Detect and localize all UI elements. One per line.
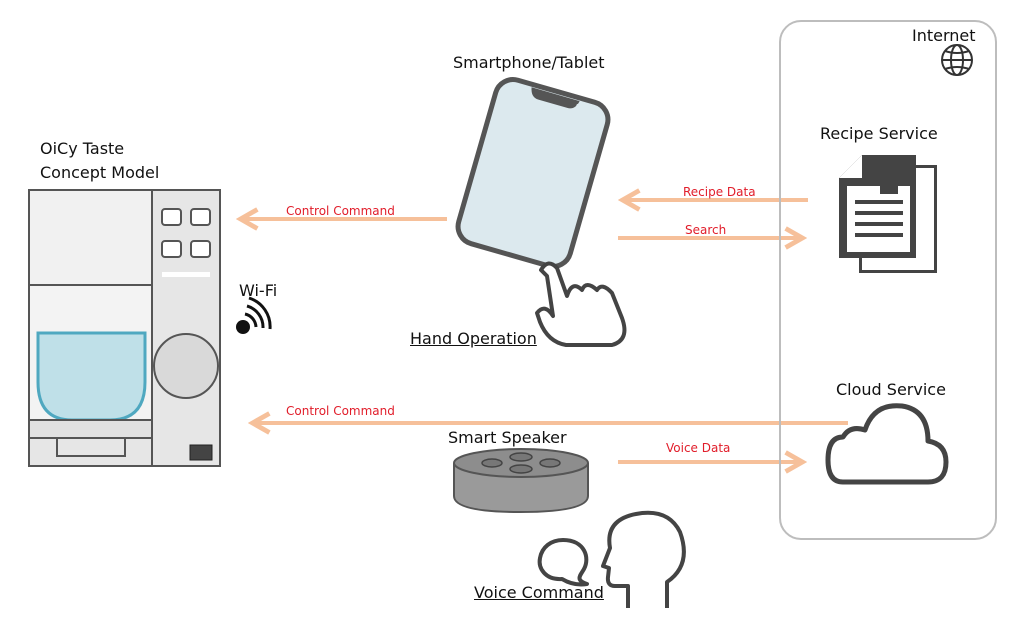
device-name-line1: OiCy Taste xyxy=(40,139,125,158)
smart-speaker-label: Smart Speaker xyxy=(448,428,567,447)
search-label: Search xyxy=(685,223,727,237)
voice-data-label: Voice Data xyxy=(666,441,731,455)
globe-icon xyxy=(941,44,973,76)
internet-label: Internet xyxy=(912,26,976,45)
wifi-icon xyxy=(236,296,272,334)
control-command-phone-label: Control Command xyxy=(286,204,395,218)
speech-bubble-icon xyxy=(537,538,589,587)
arrows xyxy=(235,188,848,474)
smartphone xyxy=(455,77,611,269)
hand-icon xyxy=(535,261,627,347)
head-icon xyxy=(601,510,686,608)
voice-command-label: Voice Command xyxy=(474,583,604,602)
recipe-data-label: Recipe Data xyxy=(683,185,756,199)
wifi-label: Wi-Fi xyxy=(239,281,278,300)
internet-region xyxy=(779,20,997,540)
smart-speaker xyxy=(453,448,589,514)
device-name-line2: Concept Model xyxy=(40,163,160,182)
cloud-service-label: Cloud Service xyxy=(836,380,946,399)
recipe-service-label: Recipe Service xyxy=(820,124,938,143)
hand-operation-label: Hand Operation xyxy=(410,329,537,348)
control-command-cloud-label: Control Command xyxy=(286,404,395,418)
smartphone-label: Smartphone/Tablet xyxy=(453,53,605,72)
document-icon xyxy=(839,155,937,273)
cooking-device xyxy=(28,189,221,467)
water-bowl xyxy=(36,331,147,422)
cloud-icon xyxy=(825,403,949,485)
